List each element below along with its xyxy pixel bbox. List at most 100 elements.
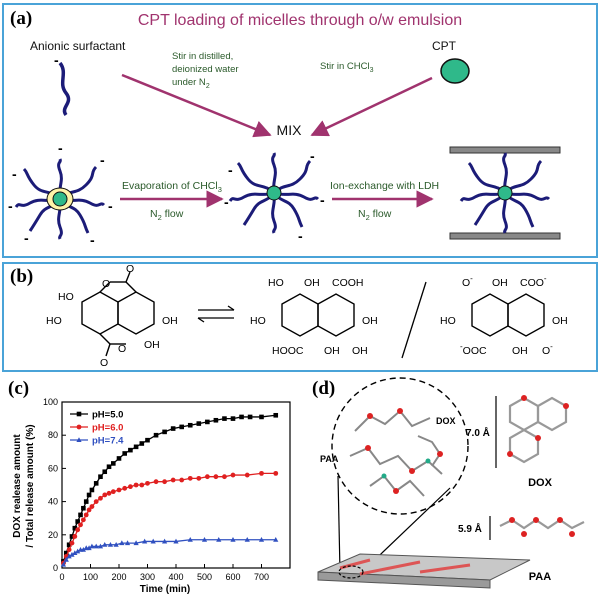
data-point <box>81 505 86 511</box>
data-point <box>162 429 167 435</box>
svg-text:-OOC: -OOC <box>460 342 487 357</box>
panel-b <box>2 262 598 372</box>
n2-flow-label-2: N2 flow <box>358 208 392 222</box>
data-point <box>162 479 168 485</box>
plate-molecules <box>339 558 471 576</box>
data-point <box>133 444 139 450</box>
molecule-cluster <box>349 408 443 497</box>
data-point <box>230 416 236 421</box>
micelle-emulsion: - - - - - - - <box>8 140 113 248</box>
dox-model <box>507 395 569 464</box>
y-tick-label: 20 <box>48 530 58 540</box>
data-point <box>201 536 208 542</box>
data-point <box>222 416 227 421</box>
cpt-molecule <box>440 58 470 84</box>
data-point <box>89 487 95 493</box>
data-point <box>86 507 92 513</box>
anion-bonds <box>471 293 545 337</box>
y-tick-label: 100 <box>43 397 58 407</box>
y-tick-label: 40 <box>48 497 58 507</box>
data-point <box>78 522 83 528</box>
x-tick-label: 500 <box>197 572 212 582</box>
data-point <box>111 461 116 466</box>
data-point <box>106 490 112 496</box>
surfactant-label: Anionic surfactant <box>30 39 126 53</box>
svg-text:HO: HO <box>250 315 266 327</box>
data-point <box>69 551 75 557</box>
panel-a-label: (a) <box>10 8 33 29</box>
data-point <box>102 469 108 475</box>
dox-model-label: DOX <box>528 477 553 489</box>
data-point <box>78 512 83 518</box>
svg-text:OH: OH <box>324 345 340 357</box>
opened-acid-atoms: HO OH COOH HO OH HOOC OH OH <box>250 277 378 357</box>
equilibrium-arrows <box>197 305 235 323</box>
data-point <box>102 492 108 498</box>
data-point <box>273 470 279 476</box>
svg-text:HOOC: HOOC <box>272 345 304 357</box>
surfactant-charge: - <box>54 52 59 68</box>
x-tick-label: 600 <box>225 572 240 582</box>
plate-zoom-spot <box>338 565 364 579</box>
data-point <box>213 417 219 423</box>
data-point <box>124 540 131 546</box>
svg-text:O: O <box>100 357 108 369</box>
svg-text:O-: O- <box>462 274 473 289</box>
panel-d-model: DOX PAA 7.0 Å DOX 5.9 Å PAA <box>317 377 585 589</box>
paa-model <box>499 517 585 537</box>
data-point <box>66 542 72 548</box>
y-tick-label: 60 <box>48 463 58 473</box>
data-point <box>102 541 108 547</box>
svg-text:OH: OH <box>362 315 378 327</box>
paa-model-label: PAA <box>529 571 551 583</box>
data-point <box>170 477 176 483</box>
data-point <box>63 550 69 556</box>
anion-atoms: O- OH COO- HO OH -OOC OH O- <box>440 274 568 357</box>
data-point <box>86 492 92 498</box>
svg-text:-: - <box>310 148 315 164</box>
svg-text:OH: OH <box>144 339 160 351</box>
chart-ylabel-line2: / Total release amount (%) <box>25 424 36 547</box>
legend-marker <box>76 437 82 442</box>
micelle-intercalated <box>459 151 551 235</box>
svg-text:HO: HO <box>268 277 284 289</box>
chart-ylabel-line1: DOX realease amount <box>12 434 23 538</box>
x-tick-label: 400 <box>168 572 183 582</box>
data-point <box>93 481 99 486</box>
data-point <box>98 495 103 501</box>
data-point <box>187 536 193 542</box>
data-point <box>230 472 236 478</box>
data-point <box>153 479 159 485</box>
legend-label: pH=7.4 <box>92 436 124 447</box>
data-point <box>116 487 122 493</box>
data-point <box>106 464 112 470</box>
legend-marker <box>76 411 82 417</box>
data-point <box>75 519 80 524</box>
svg-text:OH: OH <box>304 277 320 289</box>
data-point <box>216 536 222 542</box>
legend-marker <box>76 424 82 430</box>
data-point <box>60 561 67 567</box>
data-point <box>259 414 264 420</box>
series-line-2 <box>62 539 276 566</box>
svg-text:-: - <box>12 166 17 182</box>
stir-water-line1: Stir in distilled, <box>172 51 233 62</box>
svg-text:OH: OH <box>162 315 178 327</box>
svg-text:-: - <box>8 198 13 214</box>
data-point <box>196 421 202 426</box>
release-chart: DOX realease amount / Total release amou… <box>12 397 291 595</box>
panel-a-title: CPT loading of micelles through o/w emul… <box>138 12 462 29</box>
mix-label: MIX <box>277 122 303 138</box>
surfactant-tail <box>58 61 71 117</box>
data-point <box>98 474 103 479</box>
panel-d-label: (d) <box>312 378 336 399</box>
svg-text:O-: O- <box>542 342 553 357</box>
dim-dox-label: 7.0 Å <box>466 426 490 439</box>
data-point <box>89 543 95 549</box>
data-point <box>93 543 99 549</box>
data-point <box>133 482 139 488</box>
svg-text:OH: OH <box>352 345 368 357</box>
svg-text:-: - <box>100 152 105 168</box>
data-point <box>110 489 116 495</box>
panel-c-label: (c) <box>8 378 30 399</box>
